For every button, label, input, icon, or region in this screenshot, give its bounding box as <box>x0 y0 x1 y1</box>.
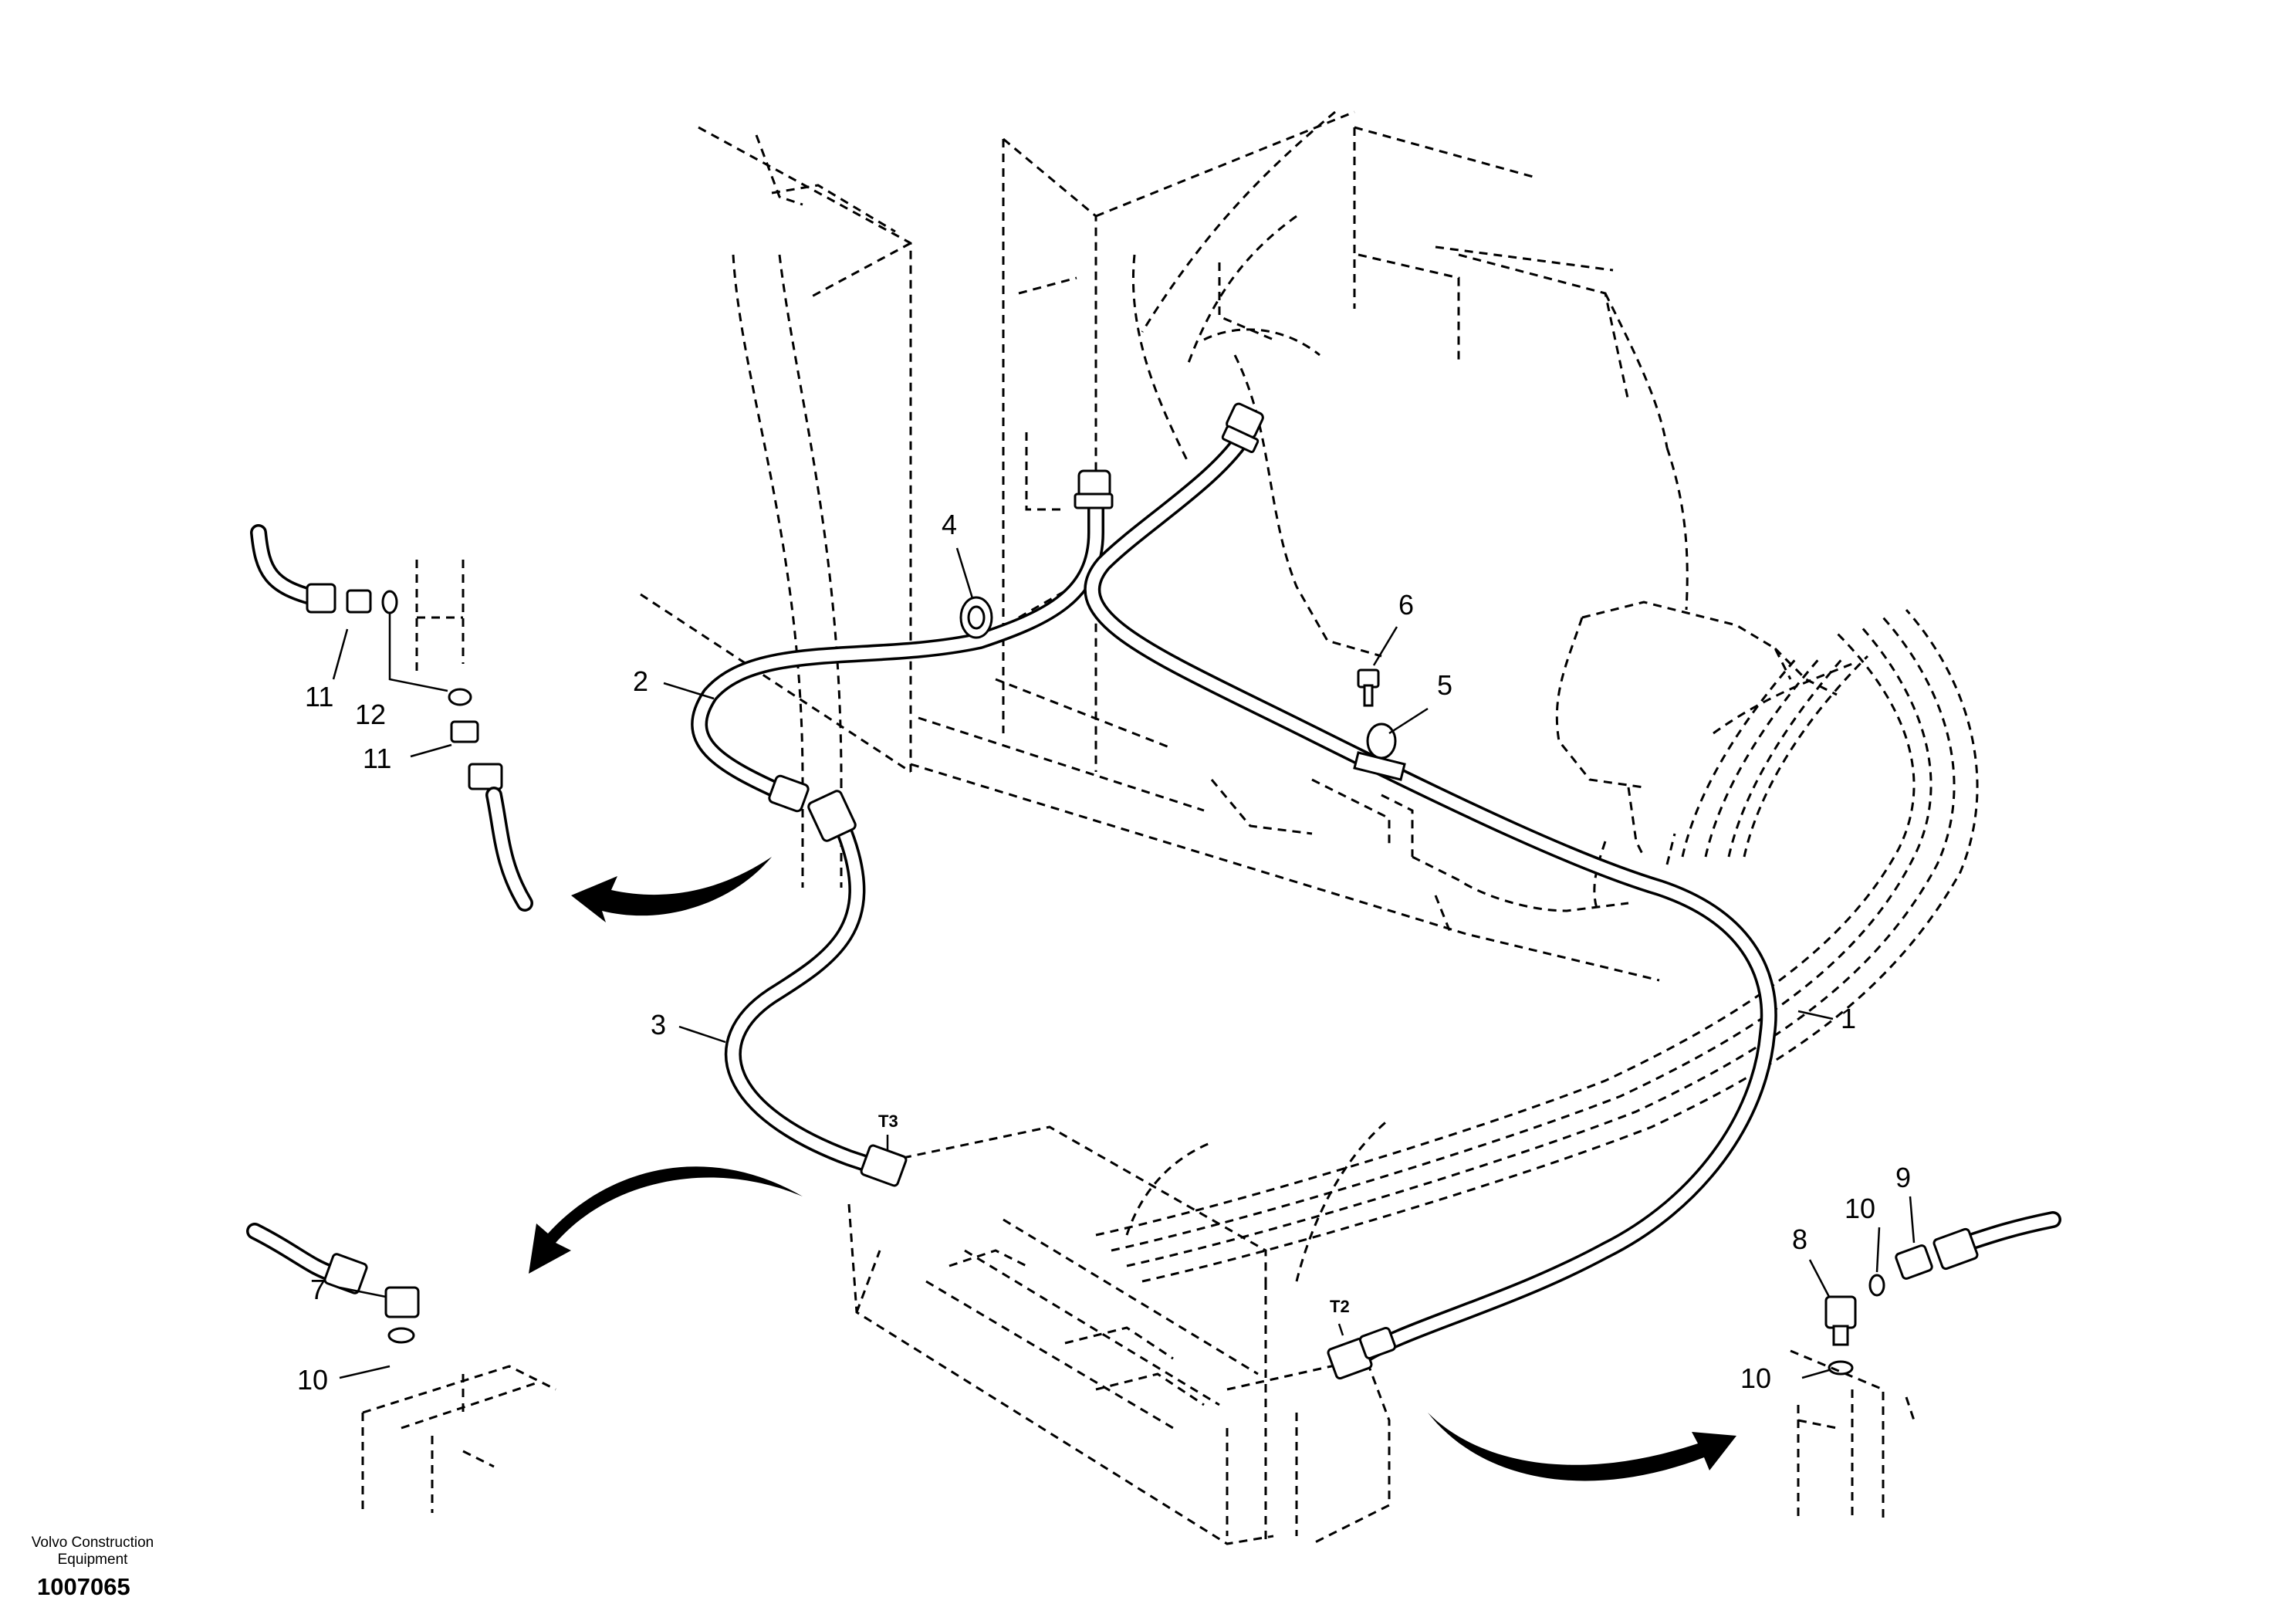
bolt-6 <box>1357 668 1380 707</box>
fittings <box>768 402 1397 1380</box>
machine-outline <box>640 110 1853 982</box>
callout-11-bottom: 11 <box>363 743 391 774</box>
callout-10-right-bottom: 10 <box>1740 1362 1771 1394</box>
clamp-4 <box>959 596 993 639</box>
callout-5: 5 <box>1437 669 1452 701</box>
hose-3 <box>725 825 881 1174</box>
callout-3: 3 <box>651 1009 666 1041</box>
arrow-bottom-left <box>529 1166 803 1274</box>
detail-top-left <box>250 524 533 912</box>
callout-10-right-top: 10 <box>1845 1193 1875 1224</box>
hose-2 <box>691 486 1104 804</box>
callout-12: 12 <box>355 699 386 730</box>
port-labels: T3 T2 <box>878 1112 1350 1316</box>
footer: Volvo Construction Equipment 1007065 <box>8 1535 178 1601</box>
detail-right <box>1790 1211 2061 1521</box>
callout-2: 2 <box>633 665 648 697</box>
callouts: 1 2 3 4 5 6 7 8 9 10 10 10 11 11 12 <box>297 509 1911 1396</box>
pilot-lines <box>1095 609 1979 1283</box>
callout-10-left: 10 <box>297 1364 328 1396</box>
callout-7: 7 <box>310 1274 326 1305</box>
callout-1: 1 <box>1841 1003 1856 1034</box>
arrow-top-left <box>571 857 772 922</box>
arrow-bottom-right <box>1428 1413 1736 1481</box>
callout-4: 4 <box>942 509 957 540</box>
document-number: 1007065 <box>37 1573 130 1600</box>
callout-11-top: 11 <box>305 681 333 712</box>
clamp-5 <box>1353 723 1406 781</box>
leaders <box>332 547 1916 1379</box>
callout-6: 6 <box>1398 589 1414 621</box>
callout-9: 9 <box>1895 1162 1911 1193</box>
port-label-t3: T3 <box>878 1112 898 1131</box>
port-label-t2: T2 <box>1330 1297 1350 1316</box>
hose-1 <box>1084 424 1777 1367</box>
callout-8: 8 <box>1792 1223 1807 1255</box>
brand-name: Volvo Construction Equipment <box>31 1535 154 1568</box>
control-valve <box>847 1125 1391 1545</box>
